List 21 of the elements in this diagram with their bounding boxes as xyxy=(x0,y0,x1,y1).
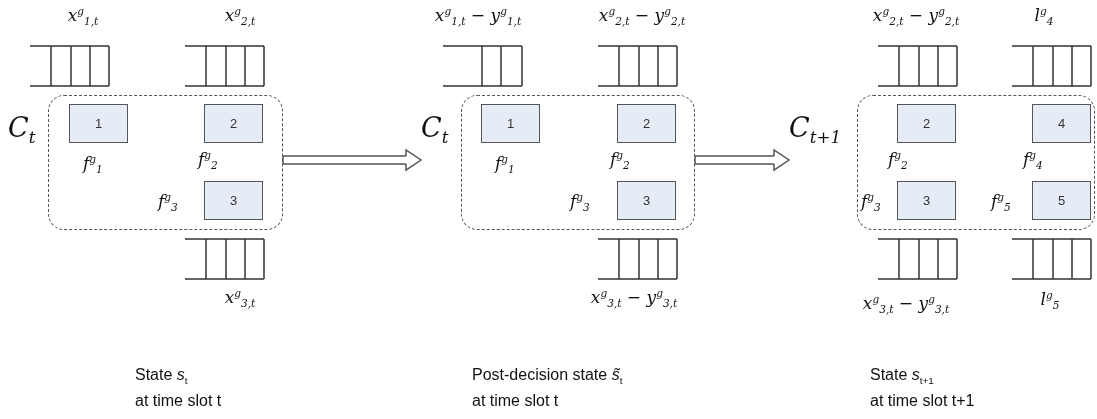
server-box: 2 xyxy=(204,104,263,143)
caption-text: at time slot t xyxy=(472,391,559,411)
server-box: 4 xyxy=(1032,104,1091,143)
caption-text: State s$_{t}$ xyxy=(135,365,188,386)
caption-text: Post-decision state s̃$_{t}$ xyxy=(472,365,623,386)
server-box: 1 xyxy=(69,104,128,143)
group-label: C$_{t+1}$ xyxy=(789,112,842,144)
server-box: 3 xyxy=(617,181,676,220)
group-label: C$_{t}$ xyxy=(8,112,36,144)
server-box: 3 xyxy=(897,181,956,220)
caption-text: State s$_{t+1}$ xyxy=(870,365,934,386)
group-label: C$_{t}$ xyxy=(421,112,449,144)
server-box: 3 xyxy=(204,181,263,220)
server-box: 5 xyxy=(1032,181,1091,220)
arrow xyxy=(694,149,790,171)
caption-text: at time slot t+1 xyxy=(870,391,975,411)
server-box: 2 xyxy=(617,104,676,143)
server-box: 1 xyxy=(481,104,540,143)
caption-text: at time slot t xyxy=(135,391,222,411)
arrow xyxy=(282,149,422,171)
server-box: 2 xyxy=(897,104,956,143)
